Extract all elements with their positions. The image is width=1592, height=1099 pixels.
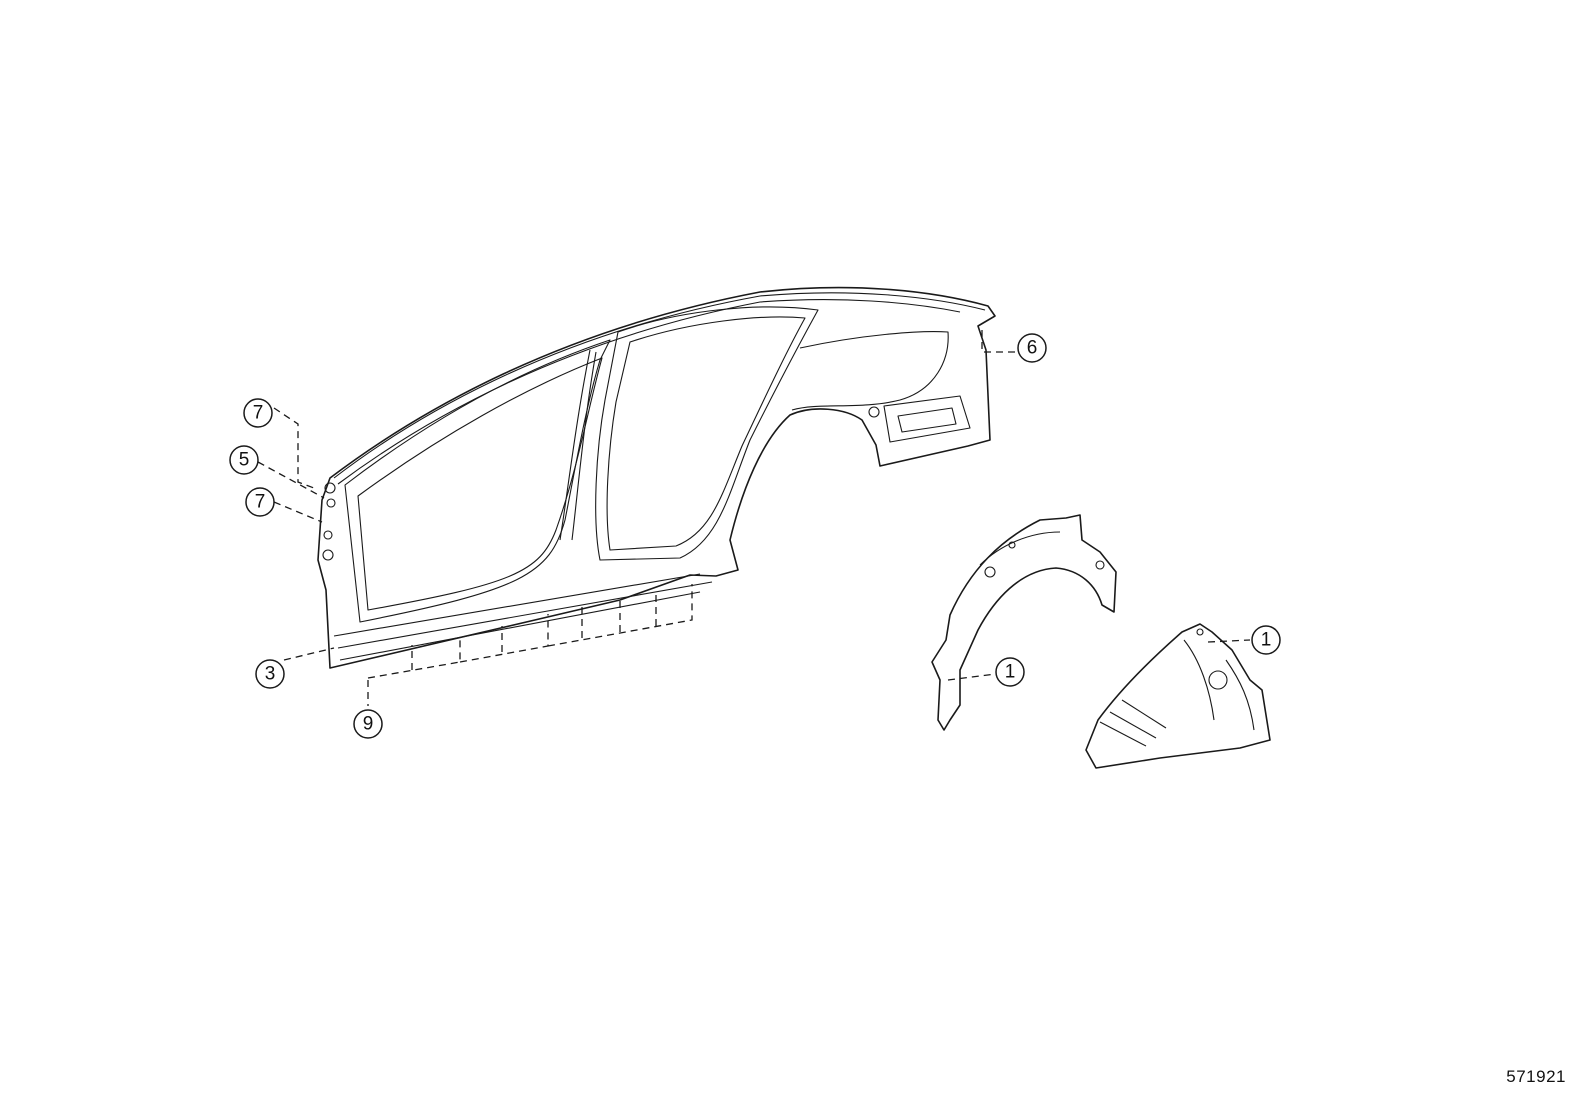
wheelhouse-inner-panel: [1085, 623, 1271, 769]
callout-6: 6: [1017, 333, 1047, 363]
callout-3: 3: [255, 659, 285, 689]
callout-7-top-label: 7: [253, 403, 264, 424]
callout-7-top: 7: [243, 398, 273, 428]
callout-3-label: 3: [265, 664, 276, 685]
body-side-outer-panel: [317, 286, 996, 669]
image-id: 571921: [1506, 1067, 1566, 1086]
callout-1-inner-label: 1: [1261, 630, 1272, 651]
callout-1-outer-label: 1: [1005, 662, 1016, 683]
callout-6-label: 6: [1027, 338, 1038, 359]
callout-5: 5: [229, 445, 259, 475]
leader-lines: [257, 330, 1251, 706]
callout-1-wheelhouse-outer: 1: [995, 657, 1025, 687]
callout-1-wheelhouse-inner: 1: [1251, 625, 1281, 655]
callout-9: 9: [353, 709, 383, 739]
callout-5-label: 5: [239, 450, 250, 471]
wheelhouse-outer-panel: [931, 514, 1117, 731]
callout-9-label: 9: [363, 714, 374, 735]
callout-7-lower: 7: [245, 487, 275, 517]
callout-7-lower-label: 7: [255, 492, 266, 513]
